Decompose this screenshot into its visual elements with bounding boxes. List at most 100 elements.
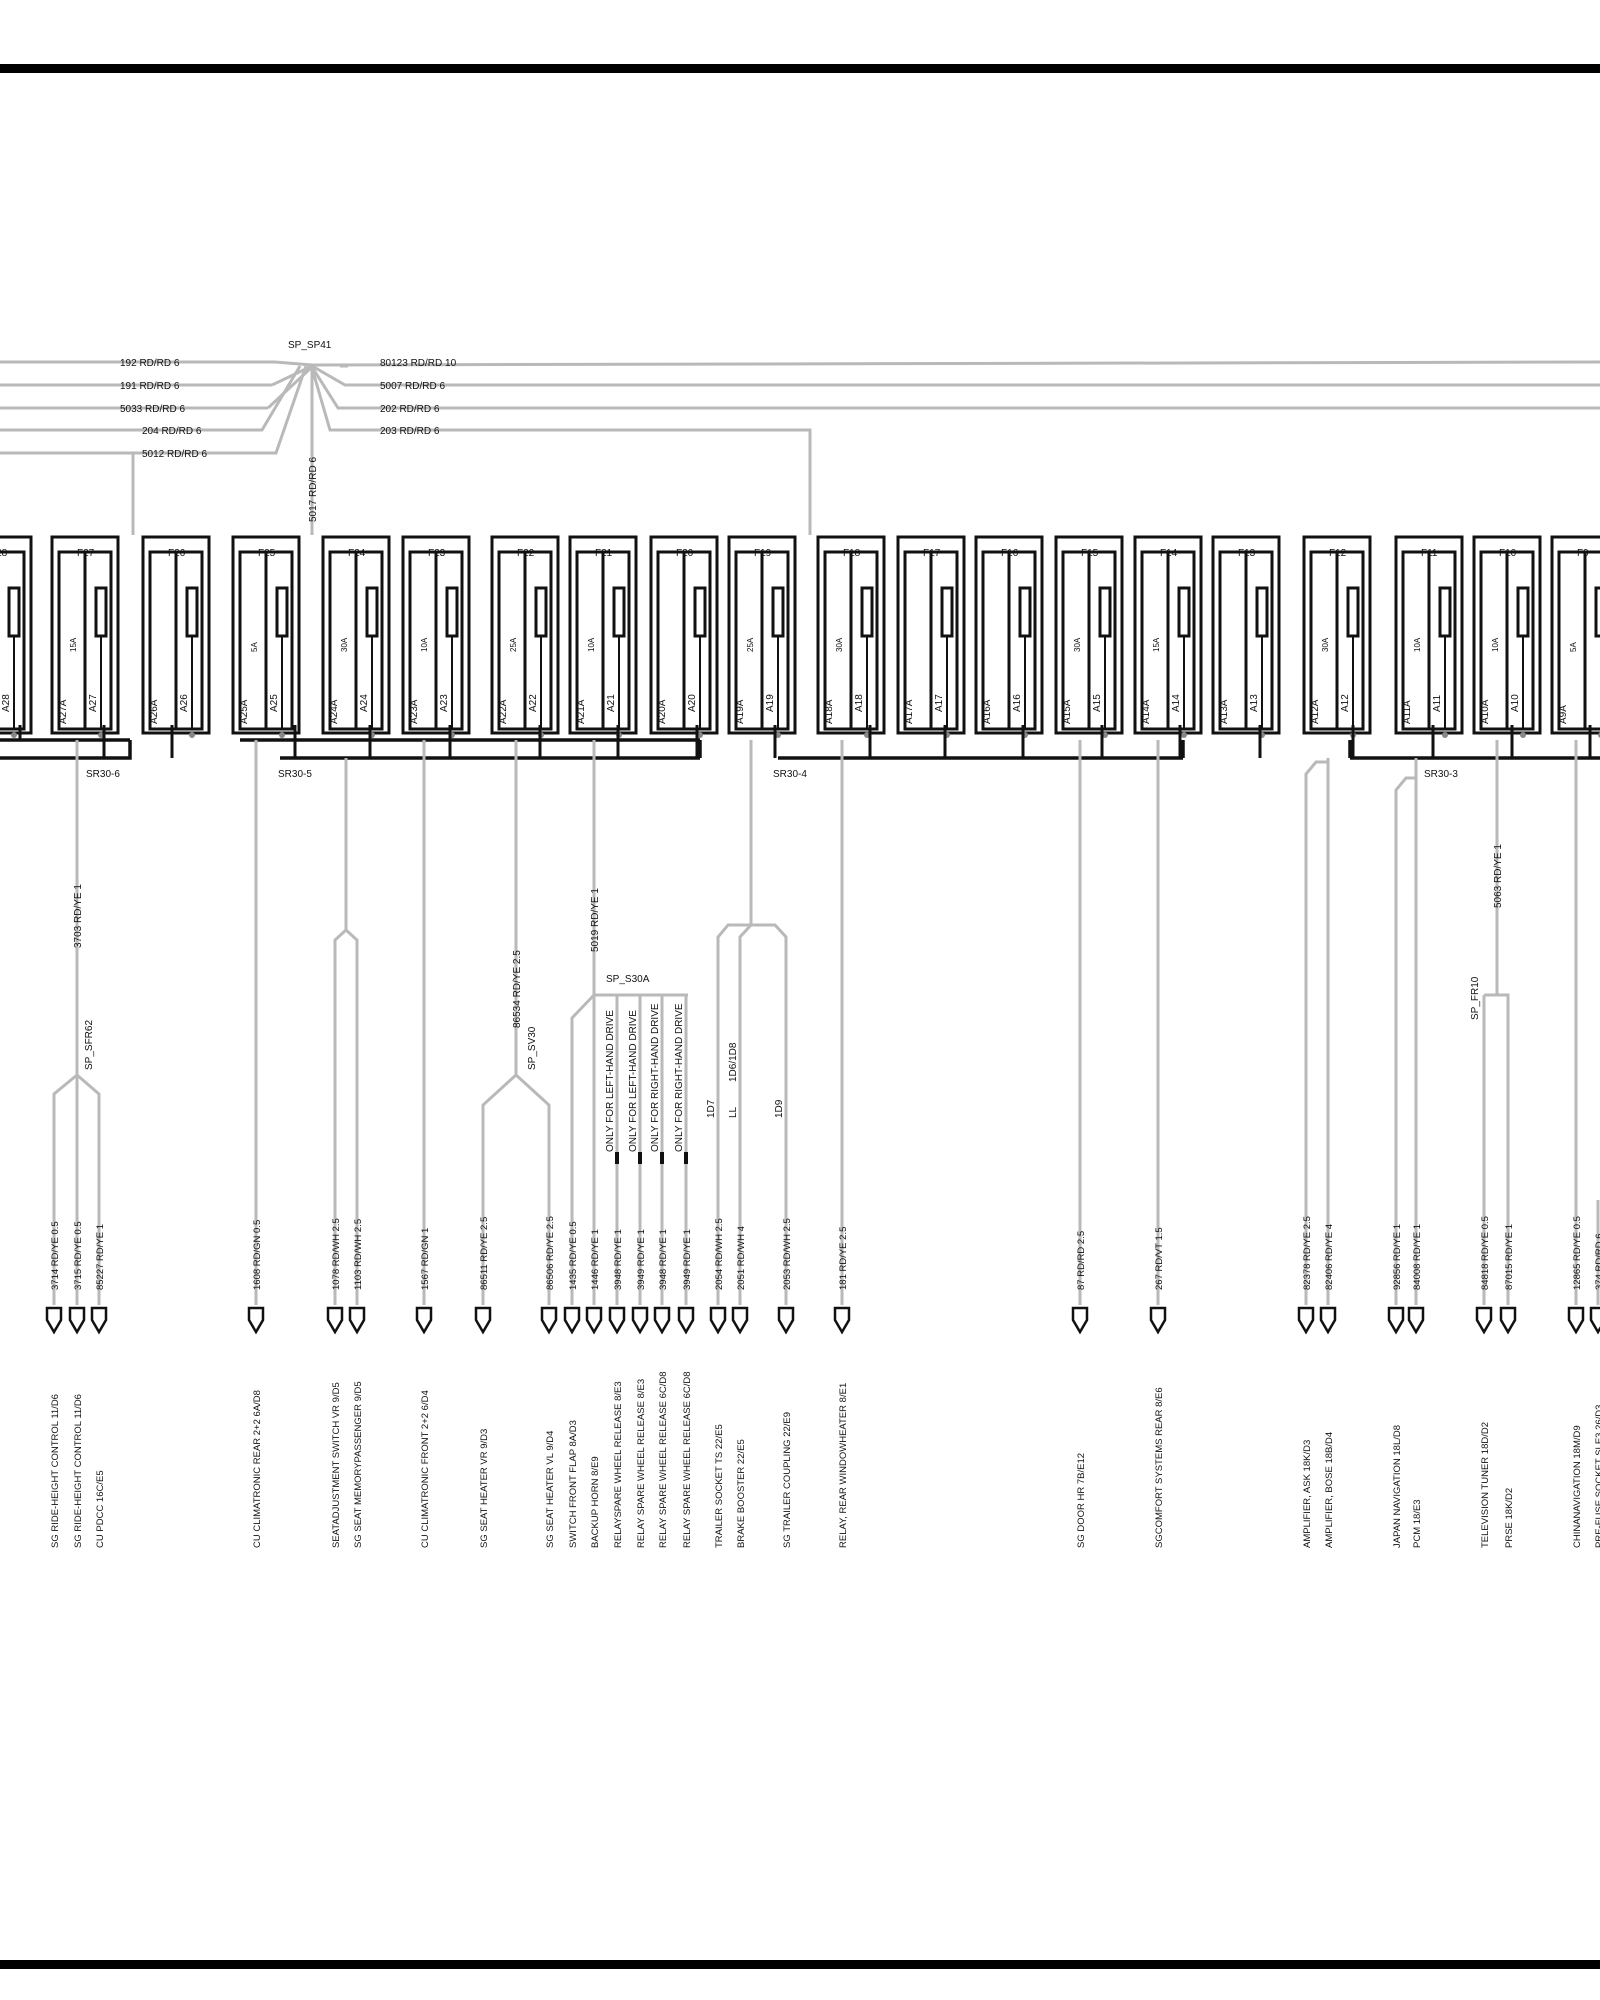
splice-label-sp41: SP_SP41 [288,340,332,351]
terminal-6: 1103 RD/WH 2.5SG SEAT MEMORYPASSENGER 9/… [348,1219,366,1548]
terminal-destination: RELAY SPARE WHEEL RELEASE 6C/D8 [658,1371,669,1548]
connector-arrow [731,1306,749,1335]
fuse-pin: A14A [1141,699,1152,724]
terminal-destination: SWITCH FRONT FLAP 8A/D3 [568,1420,579,1548]
fuse-name: F16 [1001,548,1019,559]
wire-break-marker [615,1152,619,1164]
fuse-row: F28A28AA28F2715AA27AA27F26A26AA26F255AA2… [0,535,1600,738]
connector-arrow [833,1306,851,1335]
fuse-rating: 30A [1073,637,1082,652]
terminal-wire-label: 1446 RD/YE 1 [590,1229,601,1290]
connector-arrow [777,1306,795,1335]
variant-label: LL [728,1106,739,1118]
fuse-pin: A24A [329,699,340,724]
terminal-wire-label: 82378 RD/YE 2.5 [1302,1216,1313,1290]
fuse-pin: A18 [854,694,865,712]
fuse-name: F28 [0,548,8,559]
fuse-pin: A27 [88,694,99,712]
fuse-pin: A21 [606,694,617,712]
bus-label: SR30-6 [86,769,120,780]
note-label: ONLY FOR LEFT-HAND DRIVE [605,1010,616,1152]
fuse-pin: A26 [179,694,190,712]
fuse-element [940,586,954,638]
fuse-element [1255,586,1269,638]
terminal-wire-label: 84008 RD/YE 1 [1412,1224,1423,1290]
fuse-pin: A25 [269,694,280,712]
connector-arrow [90,1306,108,1335]
wire-label: 5007 RD/RD 6 [380,381,445,392]
fuse-outline [649,535,719,735]
wire-label: 86534 RD/YE 2.5 [512,950,523,1028]
fuse-name: F11 [1421,548,1438,559]
terminal-9: 86506 RD/YE 2.5SG SEAT HEATER VL 9/D4 [540,1216,558,1548]
terminal-destination: PCM 18/E3 [1412,1499,1423,1548]
terminal-wire-label: 267 RD/VT 1.5 [1154,1227,1165,1290]
fuse-pin: A12 [1340,694,1351,712]
terminal-wire-label: 84818 RD/YE 0.5 [1480,1216,1491,1290]
connector-arrow [1567,1306,1585,1335]
fuse-pin: A11A [1402,700,1413,724]
fuse-rating: 15A [69,637,78,652]
fuse-name: F22 [517,548,535,559]
connector-arrow [1475,1306,1493,1335]
connector-arrow [1407,1306,1425,1335]
splice-label-fr10: SP_FR10 [1470,976,1481,1020]
connector-arrow [1387,1306,1405,1335]
fuse-name: F27 [77,548,95,559]
terminal-destination: SEATADJUSTMENT SWITCH VR 9/D5 [331,1382,342,1548]
fuse-outline [1133,535,1203,735]
terminal-4: 1608 RD/GN 0.5CU CLIMATRONIC REAR 2+2 6A… [247,1220,265,1548]
terminal-destination: CU PDCC 16C/E5 [95,1470,106,1548]
terminal-wire-label: 2051 RD/WH 4 [736,1226,747,1290]
fuse-pin: A21A [576,699,587,724]
connector-arrow [45,1306,63,1335]
fuse-element [185,586,199,638]
terminal-destination: AMPLIFIER, BOSE 18B/D4 [1324,1432,1335,1548]
fuse-outline [1550,535,1600,735]
terminal-destination: PRE-FUSE SOCKET SLE3 26/D3 [1594,1405,1600,1548]
fuse-rating: 30A [1321,637,1330,652]
fuse-name: F9 [1577,548,1589,559]
terminal-wire-label: 85227 RD/YE 1 [95,1224,106,1290]
connector-arrow [709,1306,727,1335]
fuse-pin: A17A [904,699,915,724]
terminal-wire-label: 3714 RD/YE 0.5 [50,1221,61,1290]
terminal-wire-label: 1608 RD/GN 0.5 [252,1220,263,1290]
fuse-element [612,586,626,638]
variant-label: 1D6/1D8 [728,1042,739,1082]
terminal-wire-label: 1103 RD/WH 2.5 [353,1219,364,1290]
terminal-wire-label: 87 RD/RD 2.5 [1076,1231,1087,1290]
wire-break-marker [638,1152,642,1164]
terminal-destination: SG RIDE-HEIGHT CONTROL 11/D6 [73,1394,84,1548]
note-label: ONLY FOR RIGHT-HAND DRIVE [650,1003,661,1152]
fuse-rating: 10A [420,637,429,652]
wire-label: 191 RD/RD 6 [120,381,180,392]
connector-arrow [653,1306,671,1335]
terminal-row: 3714 RD/YE 0.5 SG RIDE-HEIGHT CONTROL 11/… [45,1216,1600,1548]
wire-label: 5019 RD/YE 1 [590,888,601,952]
fuse-pin: A11 [1432,695,1443,712]
variant-label: 1D9 [774,1099,785,1118]
fuse-pin: A16 [1012,694,1023,712]
splice-label-s30a: SP_S30A [606,974,650,985]
terminal-wire-label: 1435 RD/YE 0.5 [568,1221,579,1290]
fuse-outline [50,535,120,735]
note-label: ONLY FOR RIGHT-HAND DRIVE [674,1003,685,1152]
terminal-7: 1567 RD/GN 1CU CLIMATRONIC FRONT 2+2 6/D… [415,1228,433,1548]
